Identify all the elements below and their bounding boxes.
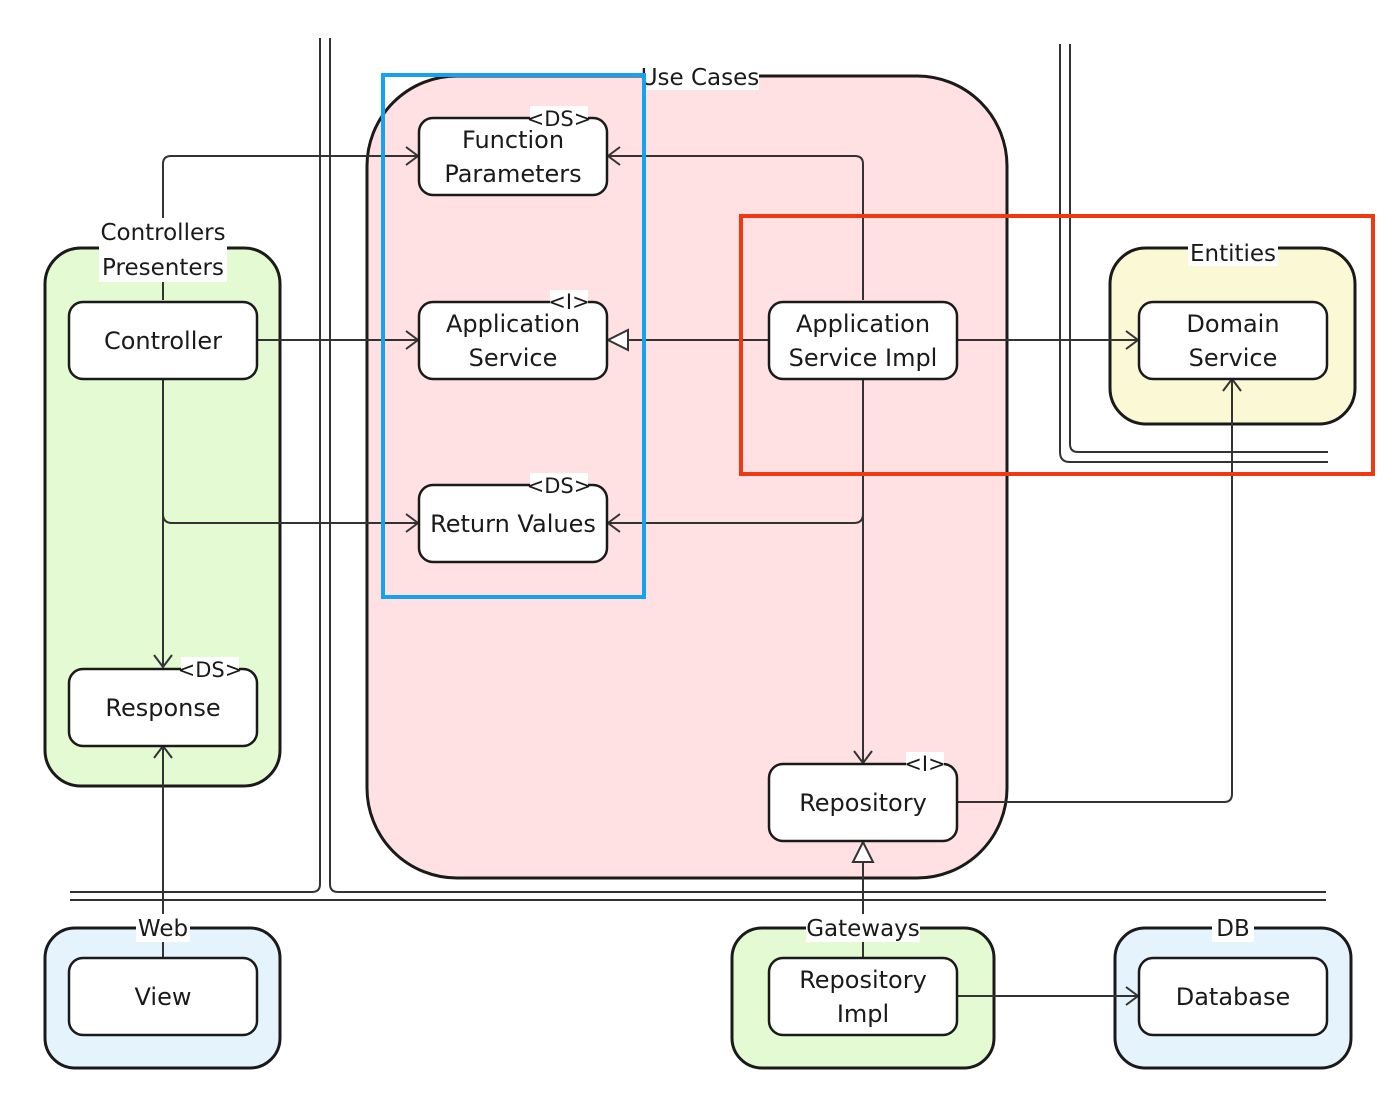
- database-label: Database: [1176, 983, 1291, 1011]
- application-service-node[interactable]: Application Service <I>: [417, 290, 609, 381]
- response-node[interactable]: Response <DS>: [67, 657, 259, 748]
- red-highlight-frame: [739, 214, 1375, 476]
- blue-highlight-frame: [381, 73, 646, 599]
- domain-service-node[interactable]: Domain Service: [1137, 300, 1329, 381]
- db-label: DB: [1216, 916, 1250, 942]
- entities-label: Entities: [1190, 241, 1276, 267]
- controller-to-return-values-arrow: [162, 514, 418, 523]
- domain-service-label-line1: Domain: [1186, 310, 1279, 338]
- view-label: View: [135, 983, 192, 1011]
- application-service-impl-label-line2: Service Impl: [789, 344, 938, 372]
- repository-node[interactable]: Repository <I>: [767, 752, 959, 843]
- repository-impl-label-line2: Impl: [837, 1000, 889, 1028]
- database-node[interactable]: Database: [1137, 956, 1329, 1037]
- application-service-label-line1: Application: [446, 310, 580, 338]
- web-label: Web: [138, 916, 188, 942]
- function-parameters-stereotype: <DS>: [527, 107, 592, 131]
- presenters-label: Presenters: [102, 255, 224, 281]
- impl-to-function-parameters-arrow: [608, 156, 864, 300]
- boundary-lines: [70, 38, 1328, 901]
- view-node[interactable]: View: [67, 956, 259, 1037]
- controllers-label: Controllers: [100, 220, 225, 246]
- return-values-label: Return Values: [430, 510, 596, 538]
- repository-impl-node[interactable]: Repository Impl: [767, 956, 959, 1037]
- function-parameters-label-line2: Parameters: [444, 160, 581, 188]
- repository-impl-label-line1: Repository: [799, 966, 927, 994]
- controller-label: Controller: [104, 327, 222, 355]
- controller-to-function-parameters-arrow: [162, 156, 418, 300]
- domain-service-label-line2: Service: [1189, 344, 1278, 372]
- application-service-stereotype: <I>: [548, 290, 589, 314]
- repository-to-domain-service-arrow: [958, 379, 1232, 803]
- function-parameters-label-line1: Function: [462, 126, 564, 154]
- controller-node[interactable]: Controller: [67, 300, 259, 381]
- repository-label: Repository: [799, 789, 927, 817]
- use-cases-label: Use Cases: [641, 65, 760, 91]
- application-service-label-line2: Service: [469, 344, 558, 372]
- return-values-node[interactable]: Return Values <DS>: [417, 473, 609, 564]
- impl-to-return-values-arrow: [608, 514, 864, 523]
- function-parameters-node[interactable]: Function Parameters <DS>: [417, 106, 609, 197]
- application-service-impl-node[interactable]: Application Service Impl: [767, 300, 959, 381]
- response-stereotype: <DS>: [178, 658, 243, 682]
- return-values-stereotype: <DS>: [527, 474, 592, 498]
- application-service-impl-label-line1: Application: [796, 310, 930, 338]
- response-label: Response: [105, 694, 220, 722]
- repository-stereotype: <I>: [904, 752, 945, 776]
- gateways-label: Gateways: [806, 916, 920, 942]
